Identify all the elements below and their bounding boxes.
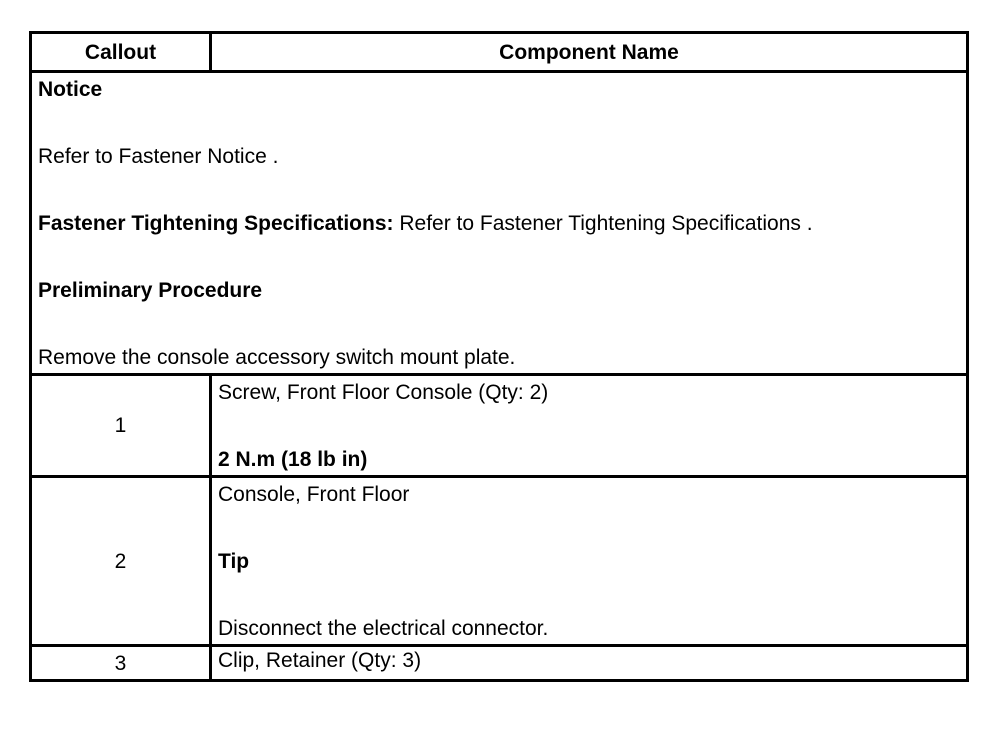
callout-number: 2 [29,475,212,647]
notice-heading: Notice [38,78,103,101]
component-cell: Console, Front Floor Tip Disconnect the … [209,475,969,647]
component-cell: Clip, Retainer (Qty: 3) [209,644,969,682]
intro-cell: Notice Refer to Fastener Notice . Fasten… [29,70,969,376]
table-row: 2 Console, Front Floor Tip Disconnect th… [29,475,969,647]
component-cell: Screw, Front Floor Console (Qty: 2) 2 N.… [209,373,969,478]
intro-row: Notice Refer to Fastener Notice . Fasten… [29,70,969,376]
tip-text: Disconnect the electrical connector. [218,617,549,640]
preliminary-heading: Preliminary Procedure [38,279,263,302]
fastener-spec-line: Fastener Tightening Specifications: Refe… [38,213,960,235]
header-row: Callout Component Name [29,31,969,73]
component-name: Screw, Front Floor Console (Qty: 2) [218,381,549,404]
component-name: Clip, Retainer (Qty: 3) [218,649,422,672]
component-name: Console, Front Floor [218,483,410,506]
callout-number: 1 [29,373,212,478]
fastener-spec-text: Refer to Fastener Tightening Specificati… [393,212,813,235]
notice-text: Refer to Fastener Notice . [38,145,279,168]
table-row: 1 Screw, Front Floor Console (Qty: 2) 2 … [29,373,969,478]
header-callout: Callout [29,31,212,73]
callout-number: 3 [29,644,212,682]
table-row: 3 Clip, Retainer (Qty: 3) [29,644,969,682]
fastener-spec-label: Fastener Tightening Specifications: [38,212,394,235]
header-component-name: Component Name [209,31,969,73]
torque-spec: 2 N.m (18 lb in) [218,448,368,471]
tip-heading: Tip [218,550,250,573]
preliminary-text: Remove the console accessory switch moun… [38,346,516,369]
component-table: Callout Component Name Notice Refer to F… [29,31,969,682]
